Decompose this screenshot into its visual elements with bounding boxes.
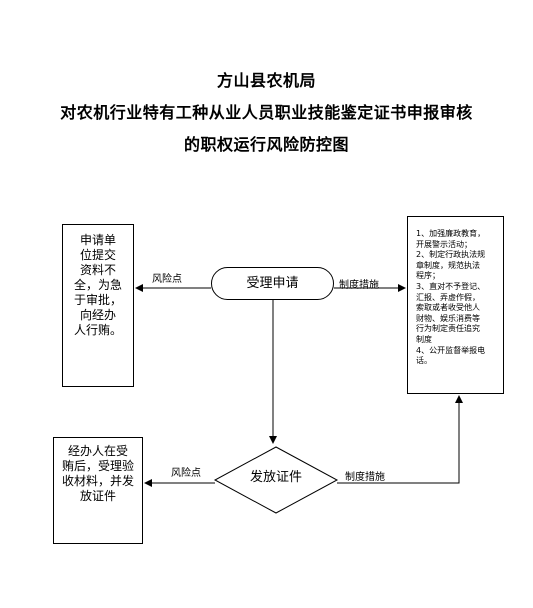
measure-line: 章制度，规范执法 bbox=[416, 260, 480, 270]
measure-line: 财物、娱乐消费等 bbox=[416, 313, 480, 323]
risk-box-1-line: 于审批， bbox=[73, 293, 122, 307]
risk-box-bribery-issue: 经办人在受贿后，受理验收材料，并发放证件 bbox=[53, 437, 143, 544]
risk-box-1-line: 资料不 bbox=[79, 263, 116, 277]
risk-box-2-line: 收材料，并发 bbox=[61, 474, 134, 488]
edge-label-risk-point: 风险点 bbox=[152, 274, 182, 285]
risk-box-1-line: 位提交 bbox=[79, 248, 116, 262]
risk-box-2-line: 经办人在受 bbox=[67, 444, 128, 458]
measure-line: 索取或者收受他人 bbox=[416, 303, 480, 313]
measure-line: 汇报、弄虚作假， bbox=[416, 292, 480, 302]
risk-box-1-line: 人行贿。 bbox=[73, 323, 122, 337]
process-accept-application: 受理申请 bbox=[211, 267, 334, 300]
measure-line: 话。 bbox=[416, 356, 432, 366]
risk-box-2-line: 放证件 bbox=[79, 489, 116, 503]
risk-box-1-line: 全，为急 bbox=[73, 278, 122, 292]
arrow-issue-to-measure-box bbox=[337, 395, 463, 484]
edge-label-risk-point-2: 风险点 bbox=[171, 468, 201, 479]
issue-diamond bbox=[213, 446, 339, 514]
decision-issue-certificate-label: 发放证件 bbox=[249, 470, 302, 485]
measure-line: 程序； bbox=[416, 271, 440, 281]
measure-line: 行为制定责任追究 bbox=[416, 324, 480, 334]
measures-box: 1、加强廉政教育，开展警示活动；2、制定行政执法规章制度，规范执法程序；3、直对… bbox=[407, 216, 504, 394]
edge-label-measures: 制度措施 bbox=[339, 280, 379, 291]
measure-line: 4、公开监督举报电 bbox=[416, 345, 486, 355]
edge-label-measures-2: 制度措施 bbox=[345, 472, 385, 483]
measure-line: 3、直对不予登记、 bbox=[416, 281, 486, 291]
risk-box-bribery-application: 申请单位提交资料不全，为急于审批，向经办人行贿。 bbox=[62, 224, 134, 387]
measure-line: 制度 bbox=[416, 334, 432, 344]
risk-box-1-line: 申请单 bbox=[79, 233, 116, 247]
measure-line: 2、制定行政执法规 bbox=[416, 250, 486, 260]
diagram-title-line-3: 的职权运行风险防控图 bbox=[183, 135, 349, 154]
risk-box-2-line: 贿后，受理验 bbox=[61, 459, 134, 473]
diagram-title-line-1: 方山县农机局 bbox=[216, 71, 316, 90]
measure-line: 1、加强廉政教育， bbox=[416, 229, 486, 238]
diagram-title-line-2: 对农机行业特有工种从业人员职业技能鉴定证书申报审核 bbox=[60, 103, 473, 122]
measure-line: 开展警示活动； bbox=[416, 239, 472, 249]
risk-box-1-line: 向经办 bbox=[79, 308, 116, 322]
